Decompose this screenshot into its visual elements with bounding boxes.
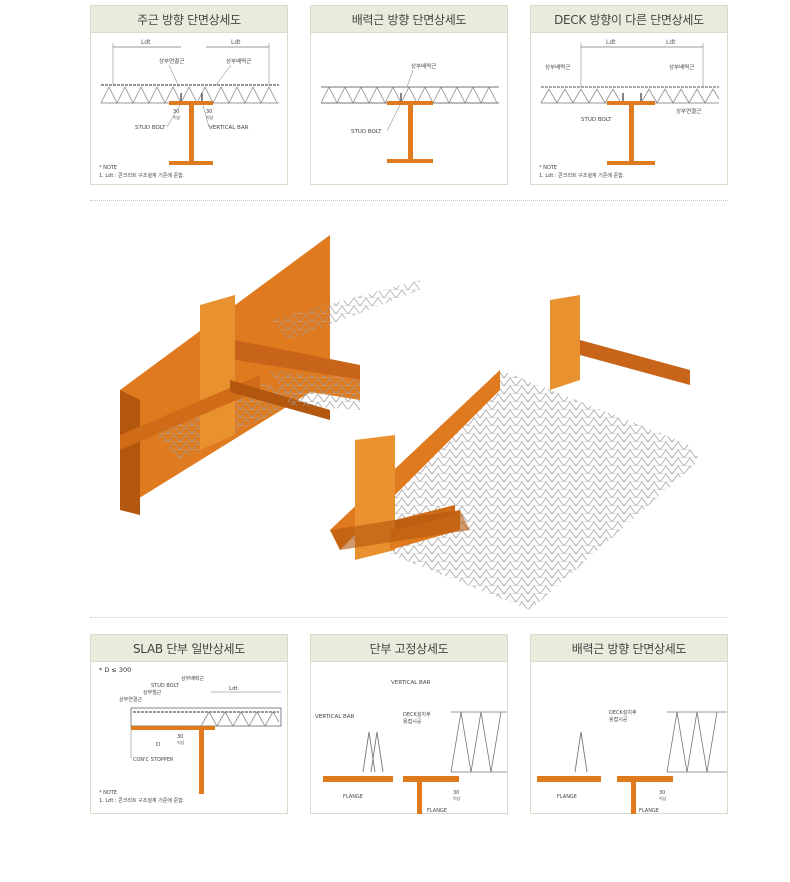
svg-text:이상: 이상	[206, 114, 214, 120]
svg-text:30: 30	[453, 790, 459, 796]
panel-title: DECK 방향이 다른 단면상세도	[531, 6, 727, 33]
svg-text:FLANGE: FLANGE	[427, 808, 447, 814]
edge-fixing-panel: 단부 고정상세도 VERTICAL BAR VERTICAL BAR DECK설…	[310, 634, 508, 814]
svg-text:30: 30	[206, 109, 212, 115]
svg-text:DECK설치후: DECK설치후	[609, 709, 637, 716]
vertical-bar-label: VERTICAL BAR	[209, 125, 249, 131]
svg-text:상부배력근: 상부배력근	[181, 675, 204, 682]
section-drawing: Ldt Ldt 상부배력근 상부배력근 STUD BOLT 상부연결근 * NO…	[531, 33, 727, 185]
svg-text:용접시공: 용접시공	[403, 718, 422, 725]
stud-bolt-label: STUD BOLT	[351, 129, 382, 135]
svg-text:30: 30	[173, 109, 179, 115]
panel-title: SLAB 단부 일반상세도	[91, 635, 287, 662]
svg-text:Ldt: Ldt	[606, 39, 616, 46]
section-drawing: * D ≤ 300 상부배력근 STUD BOLT 상부철근 상부연결근 Ldt…	[91, 662, 287, 814]
svg-text:이상: 이상	[177, 739, 185, 745]
divider	[90, 200, 728, 201]
panel-title: 단부 고정상세도	[311, 635, 507, 662]
svg-text:* NOTE: * NOTE	[99, 790, 117, 796]
svg-text:* NOTE: * NOTE	[539, 165, 557, 171]
panel-title: 주근 방향 단면상세도	[91, 6, 287, 33]
svg-text:VERTICAL BAR: VERTICAL BAR	[391, 680, 431, 686]
svg-text:상부연결근: 상부연결근	[676, 107, 701, 115]
section-drawing: VERTICAL BAR VERTICAL BAR DECK설치후 용접시공 F…	[311, 662, 507, 814]
dist-rebar-detail-panel: 배력근 방향 단면상세도 DECK설치후 용접시공 FLANGE FLANGE …	[530, 634, 728, 814]
svg-text:용접시공: 용접시공	[609, 716, 628, 723]
panel-title: 배력근 방향 단면상세도	[531, 635, 727, 662]
svg-text:30: 30	[177, 734, 183, 740]
section-drawing: 상부배력근 STUD BOLT	[311, 33, 507, 185]
stud-bolt-label: STUD BOLT	[581, 117, 612, 123]
svg-text:상부배력근: 상부배력근	[669, 63, 694, 71]
section-panel-main-rebar: 주근 방향 단면상세도 Ldt Ldt 상부연결근 상부배력근 30	[90, 5, 288, 185]
ldt-label: Ldt	[231, 39, 241, 46]
divider	[90, 617, 728, 618]
upper-main-label: 상부연결근	[159, 57, 184, 65]
svg-text:1. Ldt : 콘크리트 구조설계 기준에 준함.: 1. Ldt : 콘크리트 구조설계 기준에 준함.	[539, 172, 625, 179]
deck-isometric-illustration	[120, 235, 700, 610]
svg-text:상부연결근: 상부연결근	[119, 696, 142, 703]
upper-dist-label: 상부배력근	[226, 57, 251, 65]
svg-text:* D ≤ 300: * D ≤ 300	[99, 666, 131, 674]
svg-text:30: 30	[659, 790, 665, 796]
svg-text:이상: 이상	[173, 114, 181, 120]
svg-text:상부배력근: 상부배력근	[545, 63, 570, 71]
svg-text:CON'C STOPPER: CON'C STOPPER	[133, 757, 174, 763]
svg-text:상부철근: 상부철근	[143, 689, 162, 696]
svg-text:FLANGE: FLANGE	[557, 794, 577, 800]
note-title: * NOTE	[99, 165, 117, 171]
svg-text:FLANGE: FLANGE	[343, 794, 363, 800]
svg-text:1. Ldt : 콘크리트 구조설계 기준에 준함.: 1. Ldt : 콘크리트 구조설계 기준에 준함.	[99, 797, 185, 804]
svg-text:VERTICAL BAR: VERTICAL BAR	[315, 714, 355, 720]
svg-text:D: D	[156, 742, 160, 748]
section-panel-dist-rebar: 배력근 방향 단면상세도 상부배력근 STUD BOLT	[310, 5, 508, 185]
upper-dist-label: 상부배력근	[411, 62, 436, 70]
note-text: 1. Ldt : 콘크리트 구조설계 기준에 준함.	[99, 172, 185, 179]
ldt-label: Ldt	[141, 39, 151, 46]
section-drawing: Ldt Ldt 상부연결근 상부배력근 30 이상 30 이상 STUD BOL…	[91, 33, 287, 185]
panel-title: 배력근 방향 단면상세도	[311, 6, 507, 33]
slab-edge-panel: SLAB 단부 일반상세도 * D ≤ 300 상부배력근 STUD BOLT …	[90, 634, 288, 814]
svg-text:DECK설치후: DECK설치후	[403, 711, 431, 718]
svg-text:FLANGE: FLANGE	[639, 808, 659, 814]
svg-text:이상: 이상	[659, 795, 667, 801]
svg-text:STUD BOLT: STUD BOLT	[151, 683, 180, 689]
stud-bolt-label: STUD BOLT	[135, 125, 166, 131]
svg-text:Ldt: Ldt	[666, 39, 676, 46]
section-drawing: DECK설치후 용접시공 FLANGE FLANGE 30 이상	[531, 662, 727, 814]
svg-text:Ldt: Ldt	[229, 686, 239, 692]
section-panel-deck-direction: DECK 방향이 다른 단면상세도 Ldt Ldt 상부배력근 상부배력근 ST…	[530, 5, 728, 185]
svg-text:이상: 이상	[453, 795, 461, 801]
